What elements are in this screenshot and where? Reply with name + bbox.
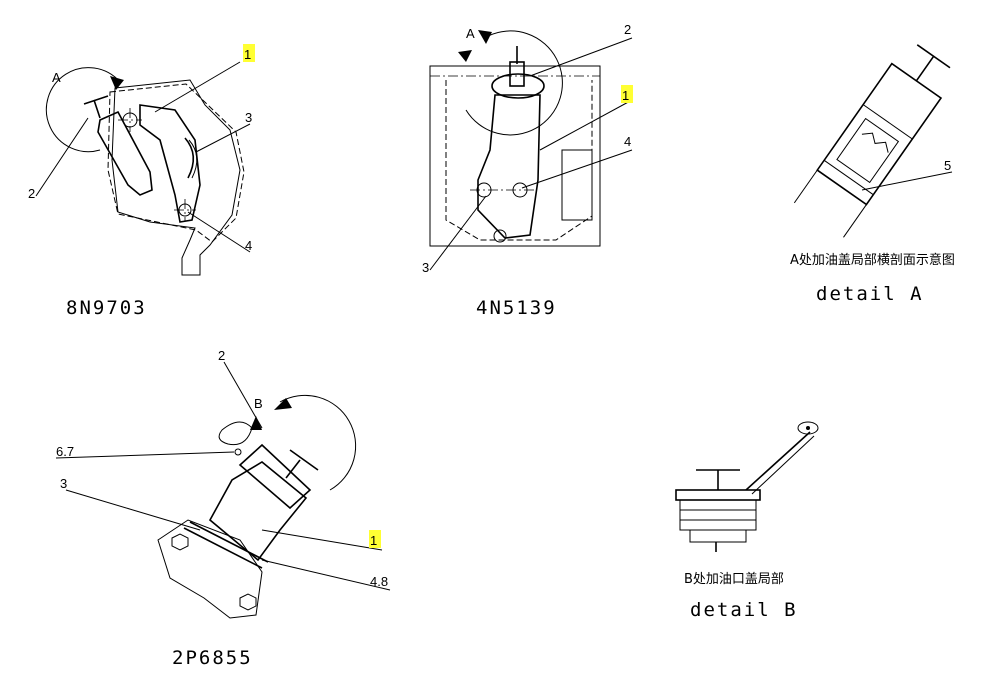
callout-5: 5 <box>944 158 951 173</box>
view-detail-a: 5 A处加油盖局部横剖面示意图 detail A <box>790 44 955 305</box>
caption-2p6855: 2P6855 <box>172 647 253 669</box>
caption-detail-a: detail A <box>816 283 924 305</box>
callout-1-highlight <box>243 44 255 62</box>
detail-marker-a: A <box>466 26 475 41</box>
callout-3: 3 <box>245 110 252 125</box>
callout-1: 1 <box>622 88 629 103</box>
callout-6-7: 6.7 <box>56 444 74 459</box>
detail-marker-b: B <box>254 396 263 411</box>
callout-1-highlight <box>369 530 381 548</box>
detail-a-chinese-label: A处加油盖局部横剖面示意图 <box>790 252 955 268</box>
callout-2: 2 <box>218 348 225 363</box>
view-8n9703: 1 2 3 4 A 8N9703 <box>28 44 255 319</box>
callout-4: 4 <box>245 238 252 253</box>
view-2p6855: 1 2 3 6.7 4.8 B 2P6855 <box>55 348 391 669</box>
view-4n5139: 1 2 3 4 A 4N5139 <box>422 22 633 319</box>
caption-8n9703: 8N9703 <box>66 297 147 319</box>
callout-2: 2 <box>28 186 35 201</box>
callout-2: 2 <box>624 22 631 37</box>
detail-b-chinese-label: B处加油口盖局部 <box>684 572 784 587</box>
caption-4n5139: 4N5139 <box>476 297 557 319</box>
callout-3: 3 <box>60 476 67 491</box>
caption-detail-b: detail B <box>690 599 798 621</box>
callout-1: 1 <box>244 47 251 62</box>
callout-4-8: 4.8 <box>370 574 388 589</box>
callout-1: 1 <box>370 533 377 548</box>
detail-marker-a: A <box>52 70 61 85</box>
callout-3: 3 <box>422 260 429 275</box>
callout-1-highlight <box>621 85 633 103</box>
view-detail-b: B处加油口盖局部 detail B <box>675 421 819 621</box>
callout-4: 4 <box>624 134 631 149</box>
